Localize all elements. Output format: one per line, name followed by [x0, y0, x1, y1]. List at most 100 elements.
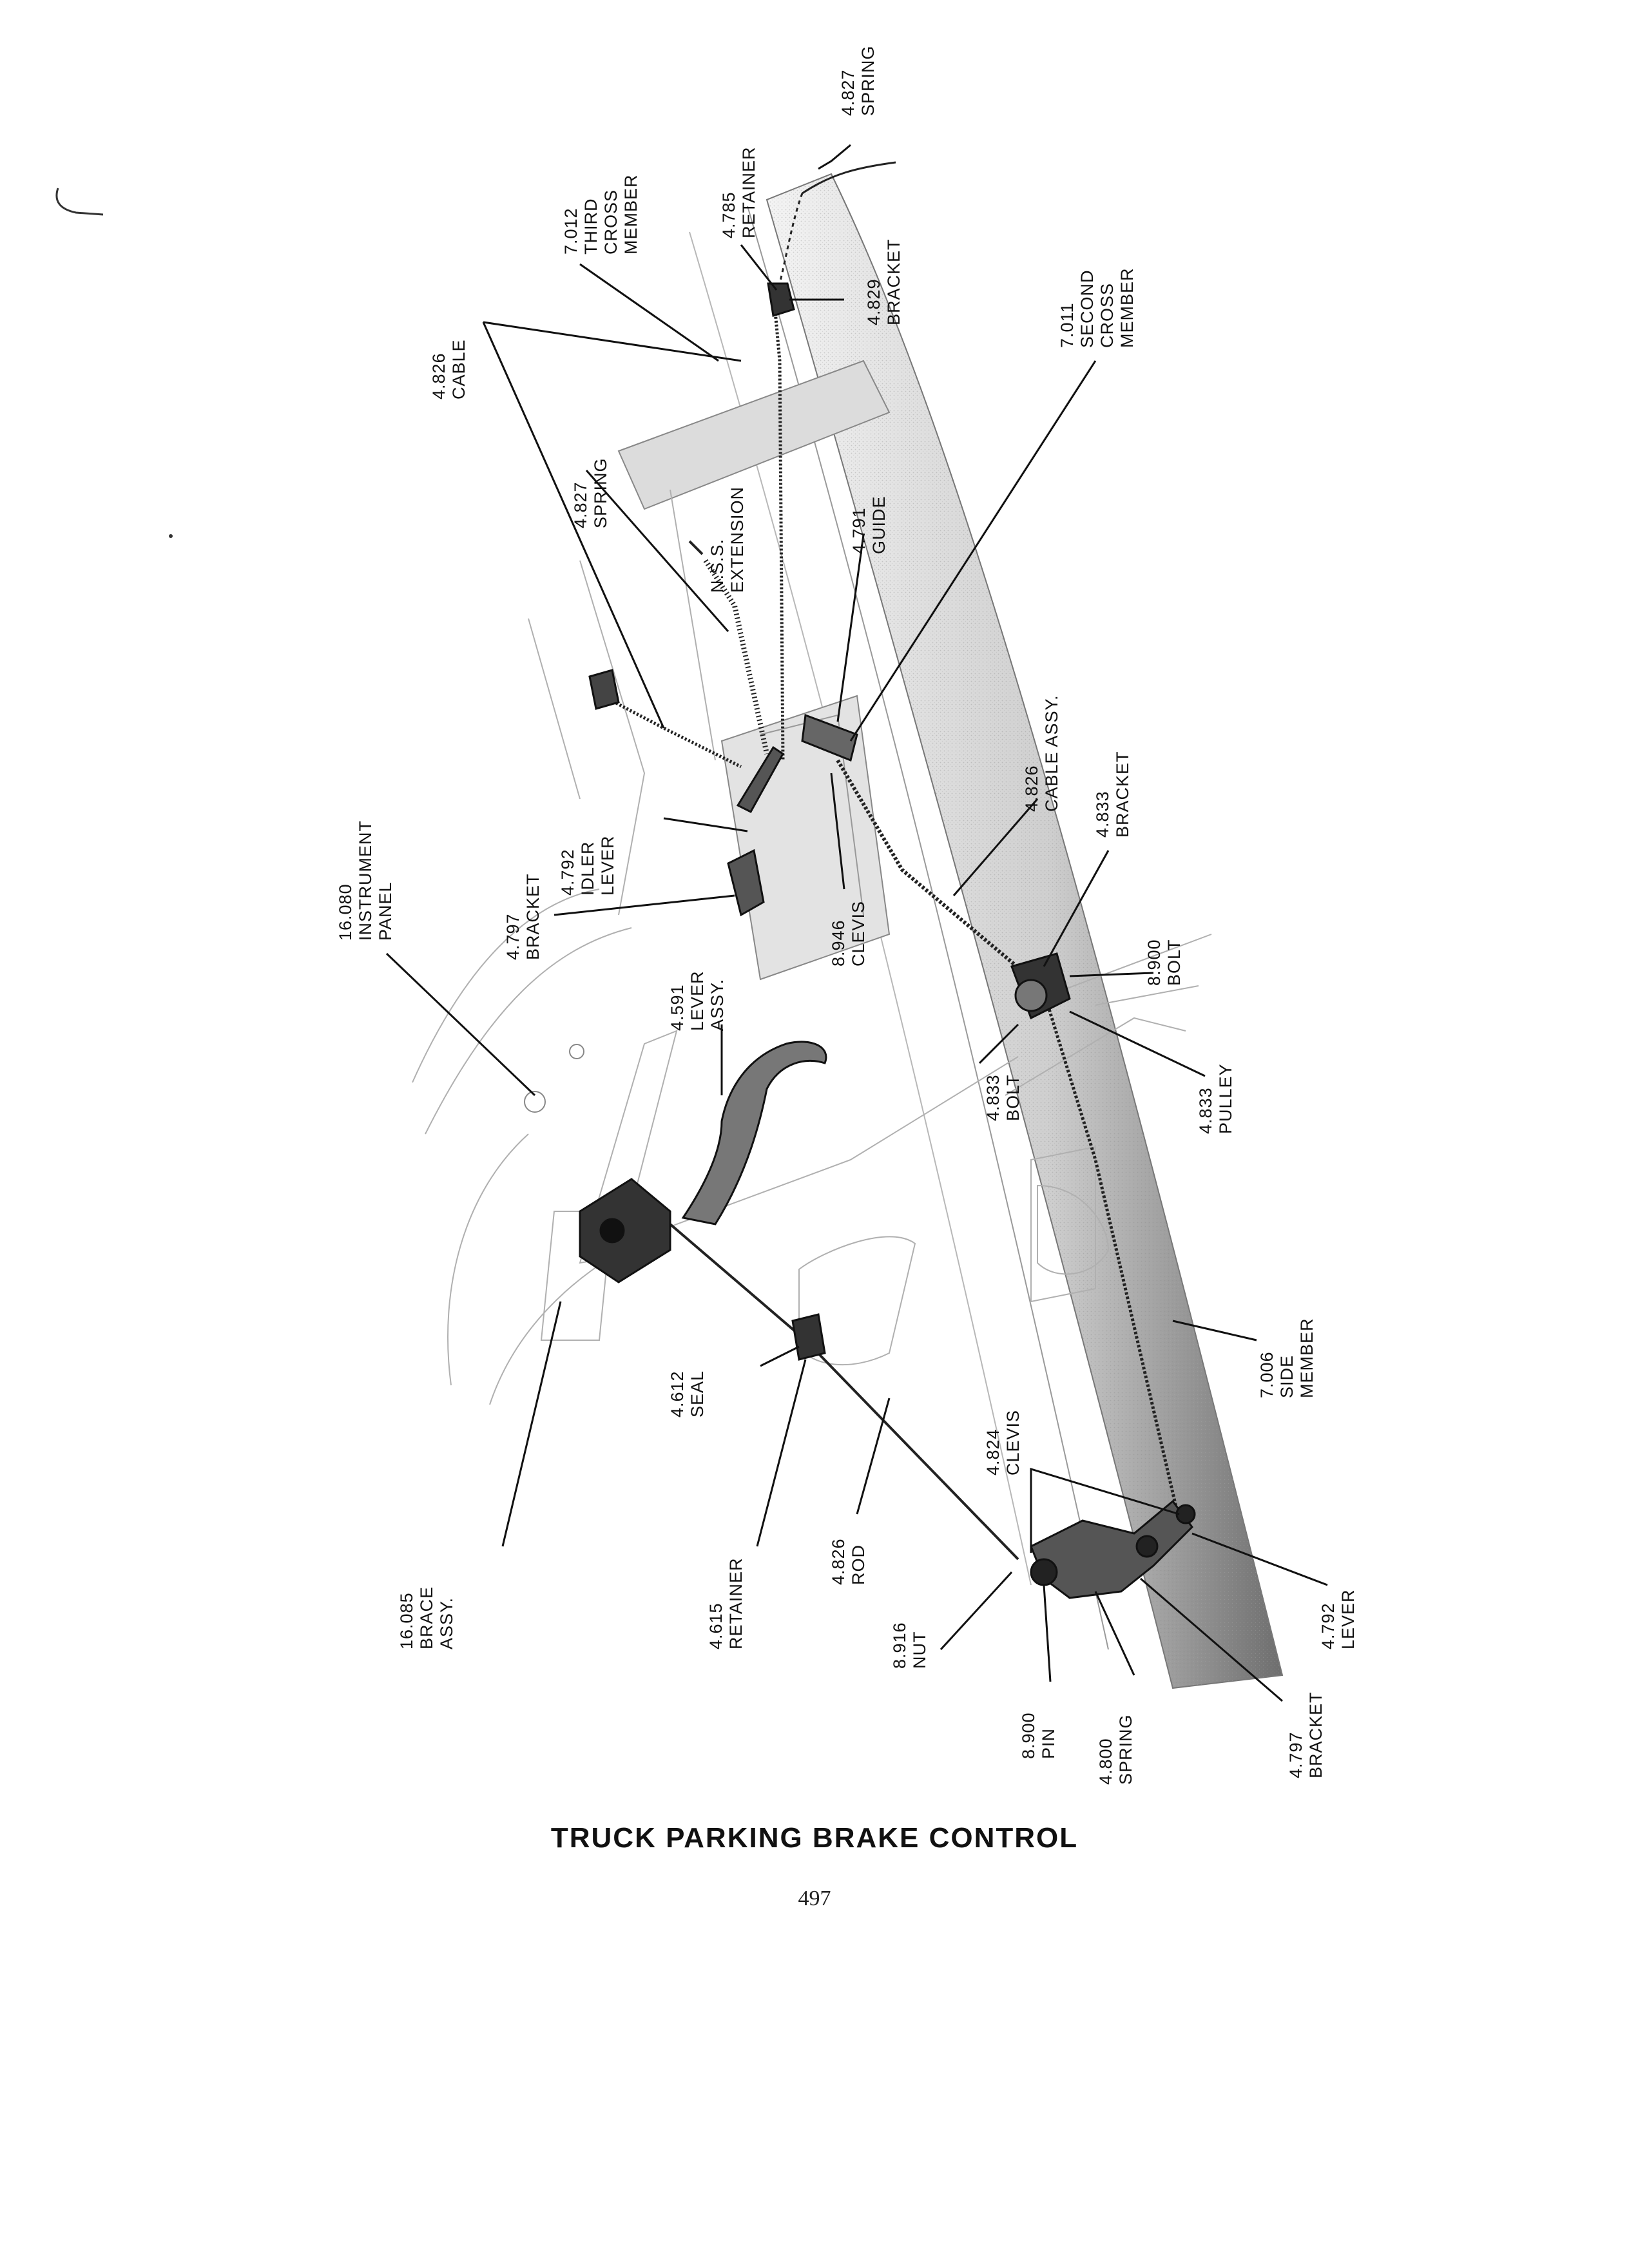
callout-spring-top: 4.827SPRING	[838, 45, 878, 116]
callout-line: 4.827	[571, 481, 590, 528]
callout-line: 8.900	[1144, 939, 1164, 986]
callout-line: 4.785	[719, 191, 738, 238]
callout-line: 7.006	[1257, 1351, 1277, 1398]
callout-line: 4.615	[706, 1602, 726, 1649]
callout-line: MEMBER	[621, 174, 641, 255]
page-mark	[55, 187, 104, 216]
callout-bolt-8900: 8.900BOLT	[1144, 939, 1184, 986]
parts	[579, 282, 1196, 1599]
callout-line: SEAL	[688, 1370, 707, 1418]
leader-lines	[385, 144, 1328, 1702]
callout-line: 8.946	[829, 919, 848, 966]
callout-guide: 4.791GUIDE	[849, 495, 889, 554]
callout-line: MEMBER	[1297, 1318, 1316, 1398]
main-cable	[836, 759, 1026, 975]
callout-line: ROD	[849, 1544, 868, 1585]
lever-housing	[579, 1178, 671, 1283]
callout-line: GUIDE	[869, 495, 889, 554]
callout-bolt-4833: 4.833BOLT	[983, 1074, 1023, 1121]
callout-line: BRACKET	[523, 873, 543, 960]
callout-line: 7.011	[1057, 302, 1077, 348]
callout-line: 4.791	[849, 507, 869, 554]
callout-line: 8.916	[890, 1622, 909, 1669]
callout-clevis-4824: 4.824CLEVIS	[983, 1410, 1023, 1475]
callout-line: BOLT	[1164, 939, 1184, 986]
callout-cable-assy: 4.826CABLE ASSY.	[1022, 695, 1061, 812]
callout-spring-mid: 4.827SPRING	[571, 457, 610, 528]
callout-line: 4.797	[503, 913, 523, 960]
guide-part	[801, 713, 858, 762]
callout-lever-4792: 4.792LEVER	[1318, 1589, 1358, 1649]
callout-bracket-4829: 4.829BRACKET	[864, 238, 903, 325]
callout-line: 4.612	[668, 1370, 687, 1418]
callout-instrument-panel: 16.080INSTRUMENTPANEL	[336, 820, 395, 941]
callout-bracket-4797-bottom: 4.797BRACKET	[1286, 1691, 1325, 1778]
callout-line: PIN	[1039, 1728, 1058, 1759]
left-bracket-part	[588, 669, 620, 710]
callout-line: 8.900	[1019, 1712, 1038, 1759]
callout-line: 4.824	[983, 1428, 1003, 1475]
page-dot	[169, 534, 173, 538]
hand-lever	[681, 1041, 827, 1225]
front-left-cable	[601, 694, 742, 769]
brake-rod	[669, 1223, 1019, 1561]
cab-outline	[412, 489, 1212, 1405]
callout-idler-lever: 4.792IDLERLEVER	[558, 835, 617, 896]
callout-spring-bottom: 4.800SPRING	[1096, 1714, 1135, 1785]
callout-line: LEVER	[688, 970, 707, 1031]
callout-line: BRACKET	[1113, 751, 1132, 838]
callout-line: 4.797	[1286, 1731, 1306, 1778]
callout-side-member: 7.006SIDEMEMBER	[1257, 1318, 1316, 1398]
callout-retainer-bottom: 4.615RETAINER	[706, 1557, 746, 1649]
rear-cable	[771, 289, 785, 761]
pulley-wheel	[1014, 979, 1048, 1012]
callout-line: SIDE	[1277, 1355, 1296, 1398]
callout-line: SPRING	[1116, 1714, 1135, 1785]
panel-hole-2	[524, 1091, 546, 1113]
extension-rod	[688, 540, 704, 555]
callout-retainer-top: 4.785RETAINER	[719, 146, 758, 238]
callout-line: RETAINER	[739, 146, 758, 238]
spring-body	[703, 559, 769, 754]
callout-line: 4.800	[1096, 1738, 1115, 1785]
callout-third-cross-member: 7.012THIRDCROSSMEMBER	[561, 174, 641, 255]
bracket-4829-part	[767, 282, 795, 317]
callout-clevis-8946: 8.946CLEVIS	[829, 901, 868, 966]
callout-line: PANEL	[376, 881, 395, 941]
callout-second-cross-member: 7.011SECONDCROSSMEMBER	[1057, 267, 1137, 348]
callout-line: 4.826	[829, 1538, 848, 1585]
callout-seal: 4.612SEAL	[668, 1370, 707, 1418]
callout-line: CROSS	[1097, 283, 1117, 348]
callout-bracket-4797-top: 4.797BRACKET	[503, 873, 543, 960]
callout-line: N.S.S.	[708, 539, 727, 593]
callout-line: SECOND	[1077, 269, 1097, 348]
seal-part	[791, 1313, 826, 1361]
callout-line: 4.826	[1022, 765, 1041, 812]
callout-line: CABLE ASSY.	[1042, 695, 1061, 812]
callout-line: PULLEY	[1216, 1063, 1235, 1134]
callout-line: MEMBER	[1117, 267, 1137, 348]
callout-line: 7.012	[561, 207, 581, 255]
callout-line: 4.792	[558, 849, 577, 896]
bracket-4797-part	[727, 849, 765, 917]
callout-line: NUT	[910, 1631, 929, 1669]
callout-line: BRACKET	[884, 238, 903, 325]
callout-bracket-4833: 4.833BRACKET	[1093, 751, 1132, 838]
callout-line: 4.833	[1093, 791, 1112, 838]
callout-labels: 4.827SPRING 4.785RETAINER 7.012THIRDCROS…	[336, 45, 1358, 1785]
callout-line: IDLER	[578, 841, 597, 896]
callout-line: 4.833	[983, 1074, 1003, 1121]
callout-line: 4.792	[1318, 1602, 1338, 1649]
callout-lever-assy: 4.591LEVERASSY.	[668, 970, 727, 1031]
idler-lever-part	[736, 745, 784, 813]
callout-pin: 8.900PIN	[1019, 1712, 1058, 1759]
rear-lever-assy	[1030, 1499, 1193, 1599]
callout-line: ASSY.	[708, 979, 727, 1031]
callout-line: SPRING	[858, 45, 878, 116]
callout-line: CLEVIS	[849, 901, 868, 966]
page-number: 497	[798, 1887, 831, 1910]
callout-line: BRACE	[417, 1586, 436, 1649]
callout-line: 4.829	[864, 278, 883, 325]
callout-line: EXTENSION	[728, 486, 747, 593]
callout-line: ASSY.	[437, 1597, 456, 1649]
